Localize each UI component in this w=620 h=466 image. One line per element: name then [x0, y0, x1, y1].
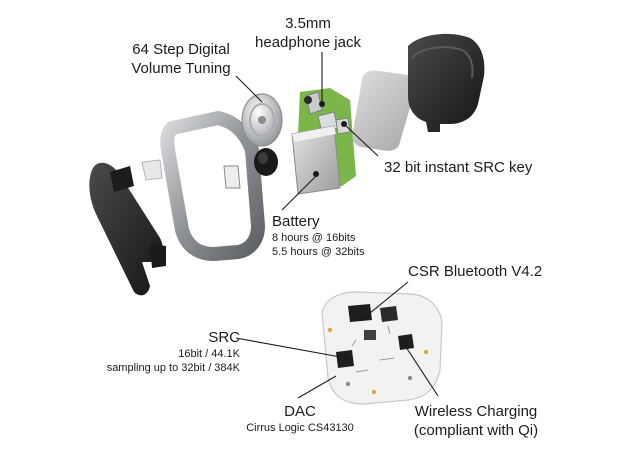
headphone-jack-line2: headphone jack	[255, 34, 361, 51]
src-label: SRC 16bit / 44.1K sampling up to 32bit /…	[40, 328, 240, 375]
dac-line1: Cirrus Logic CS43130	[246, 422, 354, 434]
src-title: SRC	[208, 329, 240, 346]
metal-frame	[160, 110, 266, 262]
volume-tuning-label: 64 Step Digital Volume Tuning	[114, 40, 248, 78]
volume-knob	[241, 93, 283, 147]
leader-dot-headphone-jack	[319, 101, 325, 107]
circuit-board	[321, 291, 443, 405]
wireless-charging-line1: Wireless Charging	[414, 403, 538, 420]
headphone-jack-line1: 3.5mm	[285, 15, 331, 32]
wireless-charging-line2: (compliant with Qi)	[413, 422, 539, 439]
battery-pcb-assembly	[291, 88, 356, 195]
src-line1: 16bit / 44.1K	[178, 348, 240, 360]
headphone-jack-label: 3.5mm headphone jack	[252, 14, 364, 52]
right-cover-shell	[408, 33, 485, 132]
leader-dot-src	[343, 355, 349, 361]
volume-tuning-line2: Volume Tuning	[131, 60, 231, 77]
leader-src	[235, 337, 347, 359]
leader-volume	[235, 75, 263, 103]
leader-dot-bluetooth	[359, 315, 365, 321]
src-line2: sampling up to 32bit / 384K	[106, 362, 240, 374]
leader-dot-battery	[313, 171, 319, 177]
battery-line1: 8 hours @ 16bits	[272, 232, 356, 244]
leader-src-key	[343, 123, 379, 157]
small-clip-part	[110, 159, 163, 192]
leader-lines	[235, 52, 439, 399]
black-button	[254, 148, 278, 176]
battery-line2: 5.5 hours @ 32bits	[272, 246, 365, 258]
left-cover-shell	[89, 162, 166, 296]
leader-dac	[297, 375, 337, 399]
leader-wireless	[403, 343, 439, 397]
leader-bluetooth	[363, 281, 409, 319]
leader-dot-wireless	[401, 341, 407, 347]
leader-dot-src-key	[341, 121, 347, 127]
volume-tuning-line1: 64 Step Digital	[132, 41, 230, 58]
battery-title: Battery	[272, 213, 320, 230]
battery-label: Battery 8 hours @ 16bits 5.5 hours @ 32b…	[272, 212, 365, 259]
leader-battery	[281, 175, 317, 211]
grey-pad	[352, 70, 416, 151]
dac-label: DAC Cirrus Logic CS43130	[208, 402, 392, 435]
bluetooth-label: CSR Bluetooth V4.2	[408, 263, 543, 280]
wireless-charging-label: Wireless Charging (compliant with Qi)	[402, 402, 550, 440]
src-key-label: 32 bit instant SRC key	[384, 159, 533, 176]
dac-title: DAC	[284, 403, 316, 420]
